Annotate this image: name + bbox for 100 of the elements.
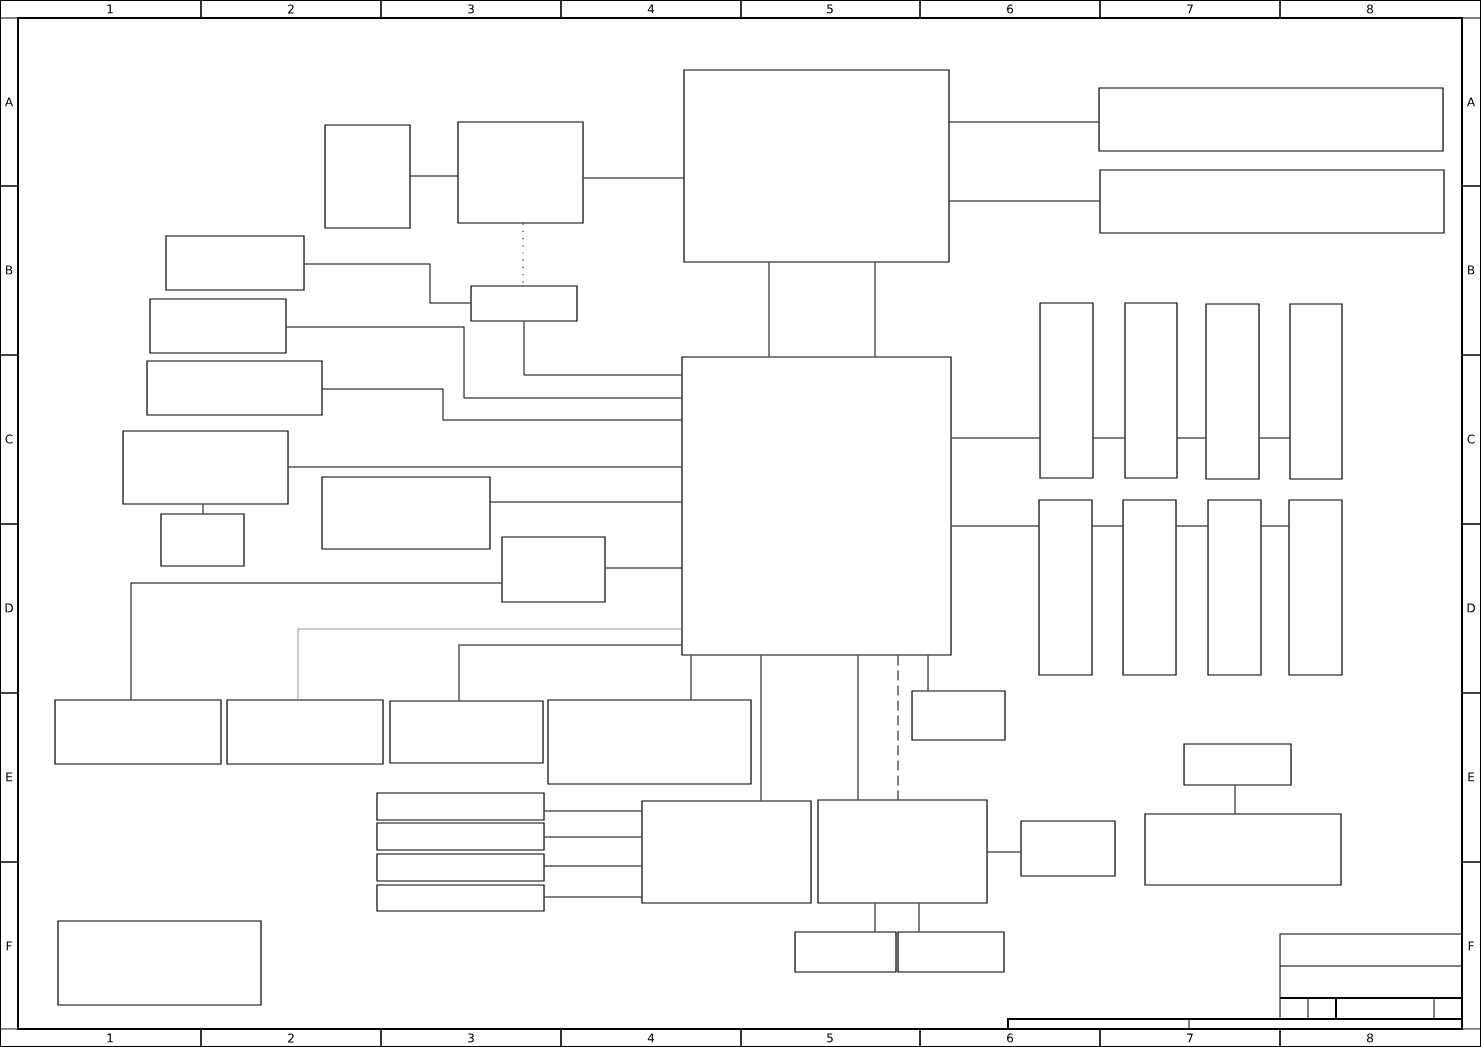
block-box bbox=[1038, 499, 1093, 676]
block-box bbox=[389, 700, 544, 764]
block-box bbox=[470, 285, 578, 322]
connector-line bbox=[857, 655, 859, 800]
zone-label: 2 bbox=[288, 4, 294, 14]
connector-line bbox=[1177, 437, 1206, 439]
zone-label: F bbox=[6, 941, 12, 951]
connector-line bbox=[322, 388, 682, 421]
zone-label: 6 bbox=[1007, 4, 1014, 14]
block-box bbox=[122, 430, 289, 505]
zone-label: 4 bbox=[647, 4, 655, 14]
zone-label: 7 bbox=[1187, 4, 1193, 14]
block-box bbox=[1098, 87, 1444, 152]
block-box bbox=[794, 931, 897, 973]
connector-line bbox=[918, 903, 920, 932]
zone-label: 4 bbox=[647, 1033, 655, 1043]
connector-line bbox=[490, 501, 682, 503]
block-box bbox=[817, 799, 988, 904]
zone-label: 3 bbox=[468, 4, 474, 14]
connector-line bbox=[286, 326, 682, 399]
connector-line bbox=[297, 628, 682, 700]
connector-line bbox=[583, 177, 684, 179]
block-box bbox=[376, 853, 545, 882]
block-box bbox=[376, 884, 545, 912]
block-box bbox=[457, 121, 584, 224]
block-box bbox=[1205, 303, 1260, 480]
zone-label: A bbox=[1467, 97, 1476, 107]
zone-label: 5 bbox=[827, 4, 833, 14]
zone-label: B bbox=[6, 265, 13, 275]
connector-line bbox=[874, 903, 876, 932]
zone-label: D bbox=[1467, 603, 1475, 613]
connector-line bbox=[544, 810, 642, 812]
block-box bbox=[376, 792, 545, 821]
connector-line bbox=[544, 836, 642, 838]
zone-label: 7 bbox=[1187, 1033, 1193, 1043]
zone-label: 2 bbox=[288, 1033, 294, 1043]
connector-line bbox=[202, 504, 204, 514]
zone-label: 6 bbox=[1007, 1033, 1014, 1043]
connector-line bbox=[949, 200, 1100, 202]
block-box bbox=[1183, 743, 1292, 786]
block-box bbox=[911, 690, 1006, 741]
connector-line bbox=[544, 896, 642, 898]
block-box bbox=[160, 513, 245, 567]
block-box bbox=[1289, 303, 1343, 480]
connector-line bbox=[523, 321, 682, 376]
connector-line bbox=[927, 655, 929, 691]
block-box bbox=[1288, 499, 1343, 676]
connector-line bbox=[1093, 437, 1125, 439]
zone-label: C bbox=[1467, 434, 1475, 444]
connector-line bbox=[897, 655, 899, 800]
block-box bbox=[321, 476, 491, 550]
connector-line bbox=[130, 582, 502, 700]
block-box bbox=[57, 920, 262, 1006]
block-box bbox=[226, 699, 384, 765]
zone-label: E bbox=[6, 772, 12, 782]
zone-label: 1 bbox=[107, 4, 113, 14]
connector-line bbox=[544, 865, 642, 867]
zone-label: 8 bbox=[1367, 1033, 1373, 1043]
block-box bbox=[681, 356, 952, 656]
block-box bbox=[641, 800, 812, 904]
connector-line bbox=[874, 262, 876, 357]
connector-line bbox=[304, 263, 471, 304]
zone-label: E bbox=[1468, 772, 1475, 782]
connector-line bbox=[288, 466, 682, 468]
connector-line bbox=[1234, 785, 1236, 814]
block-box bbox=[547, 699, 752, 785]
block-box bbox=[1144, 813, 1342, 886]
connector-line bbox=[410, 175, 458, 177]
block-box bbox=[897, 931, 1005, 973]
connector-line bbox=[760, 655, 762, 801]
block-box bbox=[165, 235, 305, 291]
connector-line bbox=[458, 644, 682, 701]
connector-line bbox=[1176, 525, 1208, 527]
block-box bbox=[376, 822, 545, 851]
zone-label: D bbox=[5, 603, 13, 613]
zone-label: A bbox=[5, 97, 14, 107]
zone-label: F bbox=[1468, 941, 1474, 951]
zone-label: 1 bbox=[107, 1033, 113, 1043]
zone-label: C bbox=[5, 434, 13, 444]
block-box bbox=[1020, 820, 1116, 877]
connector-line bbox=[949, 121, 1099, 123]
block-box bbox=[683, 69, 950, 263]
connector-line bbox=[1259, 437, 1290, 439]
block-box bbox=[54, 699, 222, 765]
block-box bbox=[501, 536, 606, 603]
connector-line bbox=[768, 262, 770, 357]
zone-label: 8 bbox=[1367, 4, 1373, 14]
zone-label: B bbox=[1468, 265, 1475, 275]
block-box bbox=[324, 124, 411, 229]
zone-label: 3 bbox=[468, 1033, 474, 1043]
block-box bbox=[146, 360, 323, 416]
block-box bbox=[1039, 302, 1094, 479]
connector-line bbox=[951, 437, 1040, 439]
connector-line bbox=[690, 655, 692, 700]
block-box bbox=[1099, 169, 1445, 234]
connector-line bbox=[605, 567, 682, 569]
block-box bbox=[149, 298, 287, 354]
block-box bbox=[1124, 302, 1178, 479]
block-box bbox=[1122, 499, 1177, 676]
connector-line bbox=[1092, 525, 1123, 527]
